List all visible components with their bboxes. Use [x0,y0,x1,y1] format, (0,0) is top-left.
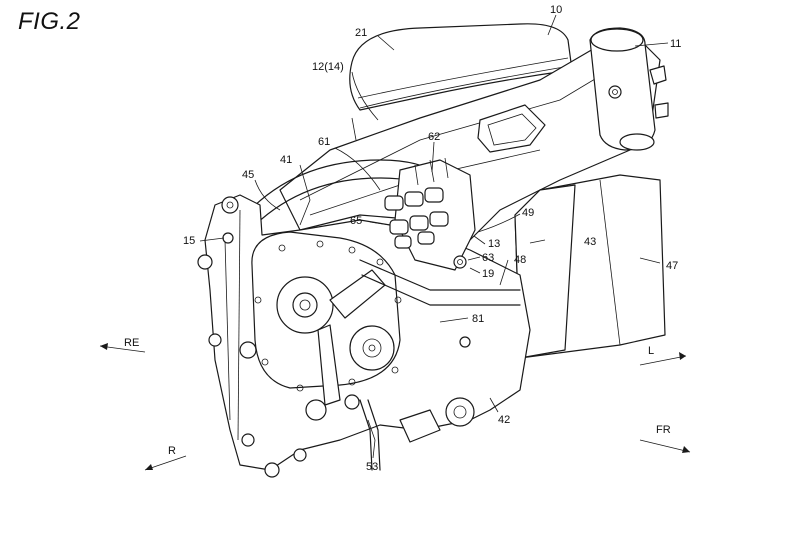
direction-fr-label: FR [656,424,671,436]
label-13: 13 [488,238,500,250]
label-21: 21 [355,27,367,39]
part-labels: 21 10 11 12(14) 61 62 41 45 15 65 49 13 … [183,4,681,473]
direction-fr-arrow [639,439,691,453]
head-pipe [589,27,669,151]
label-42: 42 [498,414,510,426]
label-43: 43 [584,236,596,248]
label-10: 10 [550,4,562,16]
label-19: 19 [482,268,494,280]
label-12-14: 12(14) [312,61,344,73]
main-frame [279,39,661,241]
direction-re-arrow [99,345,146,353]
label-15: 15 [183,235,195,247]
direction-r-arrowhead [145,464,153,470]
air-box [349,23,573,141]
label-62: 62 [428,131,440,143]
throttle-bodies [384,157,476,271]
direction-re-arrowhead [100,343,108,350]
label-48: 48 [514,254,526,266]
label-11: 11 [670,38,681,50]
label-65: 65 [350,215,362,227]
direction-fr-arrowhead [682,446,690,453]
label-49: 49 [522,207,534,219]
leader-lines [199,14,669,459]
direction-re-label: RE [124,337,139,349]
label-53: 53 [366,461,378,473]
label-63: 63 [482,252,494,264]
direction-l-arrowhead [679,352,686,360]
direction-l-label: L [648,345,654,357]
label-45: 45 [242,169,254,181]
label-61: 61 [318,136,330,148]
direction-l-arrow [639,355,687,366]
label-81: 81 [472,313,484,325]
label-47: 47 [666,260,678,272]
direction-r-label: R [168,445,176,457]
direction-indicators: RE R L FR [99,337,691,471]
engine-block [197,194,531,478]
figure-title: FIG.2 [18,8,81,35]
label-41: 41 [280,154,292,166]
radiator [514,174,666,359]
